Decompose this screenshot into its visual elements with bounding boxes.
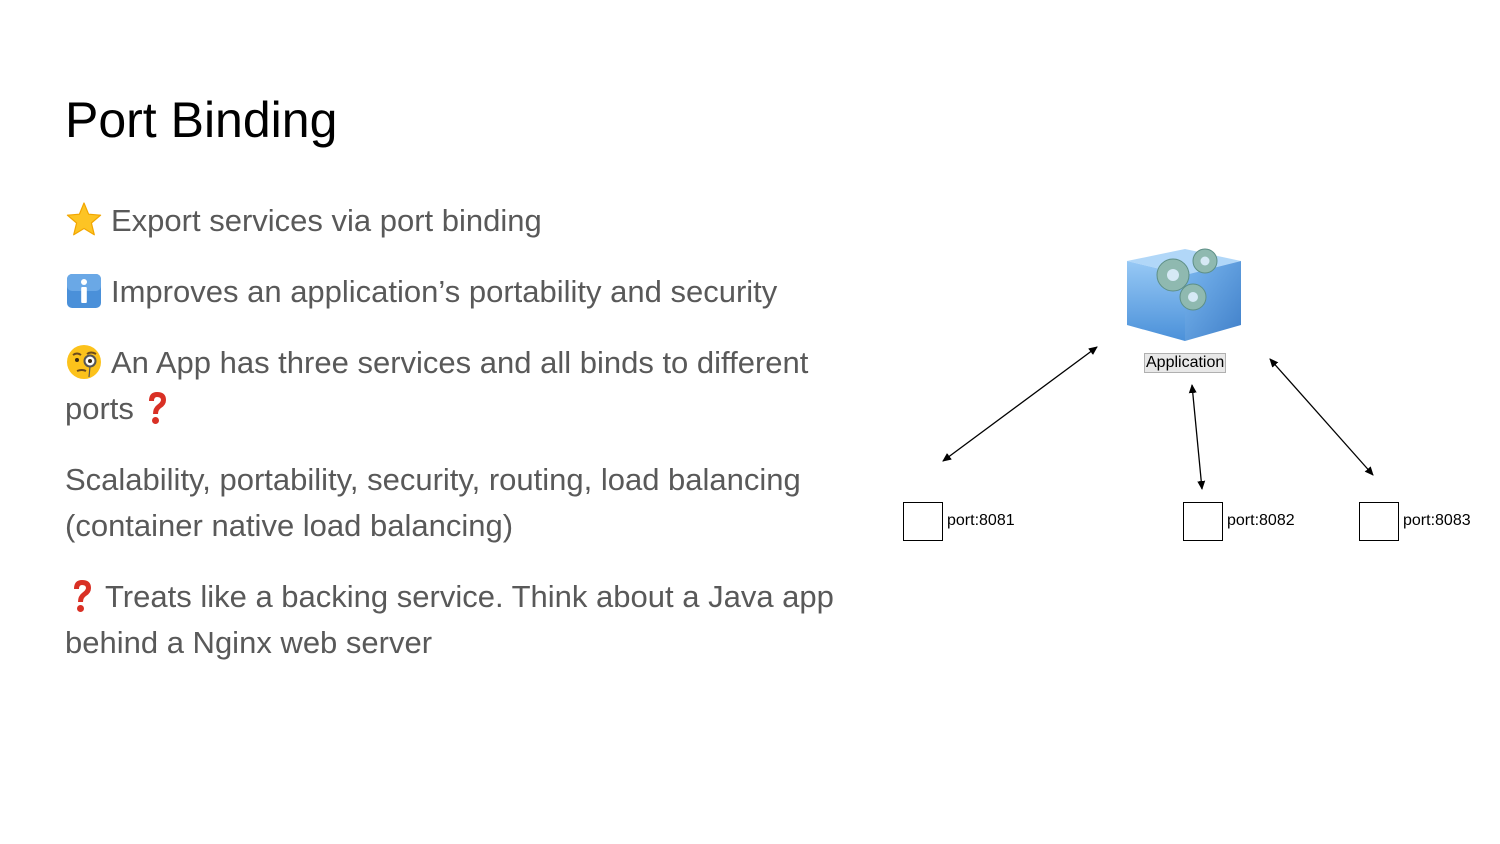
diagram-arrows [942, 248, 1374, 490]
face-with-monocle-icon [65, 343, 103, 381]
arrow-to-port-8083 [1269, 358, 1374, 476]
information-icon [65, 272, 103, 310]
bullet-backing-service: Treats like a backing service. Think abo… [65, 574, 875, 666]
bullet-export-services: Export services via port binding [65, 198, 875, 244]
bullet-portability-security: Improves an application’s portability an… [65, 269, 875, 315]
bullet-text: Treats like a backing service. Think abo… [65, 579, 834, 660]
port-box-8083 [1359, 502, 1399, 541]
bullet-text: An App has three services and all binds … [65, 345, 809, 426]
red-question-mark-icon [65, 577, 99, 615]
arrow-to-port-8081 [942, 346, 1098, 462]
port-box-8081 [903, 502, 943, 541]
port-binding-diagram: Application port:8081 port:8082 port:808… [895, 235, 1485, 555]
bullet-text: Improves an application’s portability an… [111, 274, 778, 309]
port-label-8082: port:8082 [1227, 512, 1295, 529]
bullet-text: Export services via port binding [111, 203, 542, 238]
port-label-8083: port:8083 [1403, 512, 1471, 529]
port-box-8082 [1183, 502, 1223, 541]
arrow-to-port-8082 [1188, 384, 1206, 490]
red-question-mark-icon [140, 389, 174, 427]
star-icon [65, 201, 103, 239]
port-label-8081: port:8081 [947, 512, 1015, 529]
application-label: Application [1144, 353, 1227, 373]
bullet-list: Export services via port binding Improve… [65, 198, 875, 691]
slide-title: Port Binding [65, 92, 338, 148]
bullet-three-services: An App has three services and all binds … [65, 340, 875, 432]
application-gears-cube-icon [1127, 248, 1241, 341]
bullet-scalability: Scalability, portability, security, rout… [65, 457, 875, 549]
bullet-text: Scalability, portability, security, rout… [65, 462, 801, 543]
